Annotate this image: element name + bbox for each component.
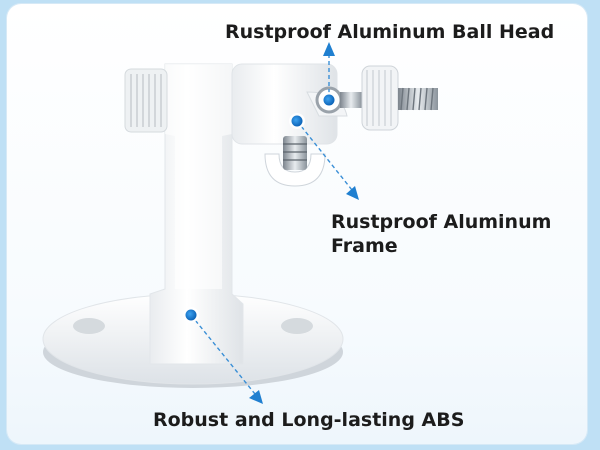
pointer-dot-frame bbox=[291, 115, 303, 127]
label-frame-line1: Rustproof Aluminum bbox=[331, 211, 552, 233]
arrow-down-right-icon bbox=[346, 186, 359, 200]
screw-hole-left bbox=[73, 318, 105, 334]
upright-column bbox=[149, 63, 244, 365]
pointer-dot-ball-head bbox=[323, 94, 335, 106]
wall-mount-illustration bbox=[42, 42, 438, 404]
lower-clamp-screw bbox=[264, 136, 326, 187]
pointer-arrowheads bbox=[249, 42, 359, 404]
screw-hole-right bbox=[281, 318, 313, 334]
left-knurled-knob bbox=[124, 68, 168, 133]
label-frame: Rustproof Aluminum Frame bbox=[331, 210, 551, 258]
aluminum-ball-head bbox=[315, 65, 438, 131]
label-ball-head: Rustproof Aluminum Ball Head bbox=[225, 21, 555, 43]
arrow-down-right-icon bbox=[249, 390, 263, 404]
label-abs: Robust and Long-lasting ABS bbox=[153, 409, 465, 431]
pointer-dot-abs bbox=[185, 309, 197, 321]
product-image-panel: Rustproof Aluminum Ball Head Rustproof A… bbox=[7, 4, 587, 444]
label-frame-line2: Frame bbox=[331, 235, 398, 257]
arrow-up-icon bbox=[323, 42, 335, 56]
pointer-dots bbox=[183, 92, 337, 323]
